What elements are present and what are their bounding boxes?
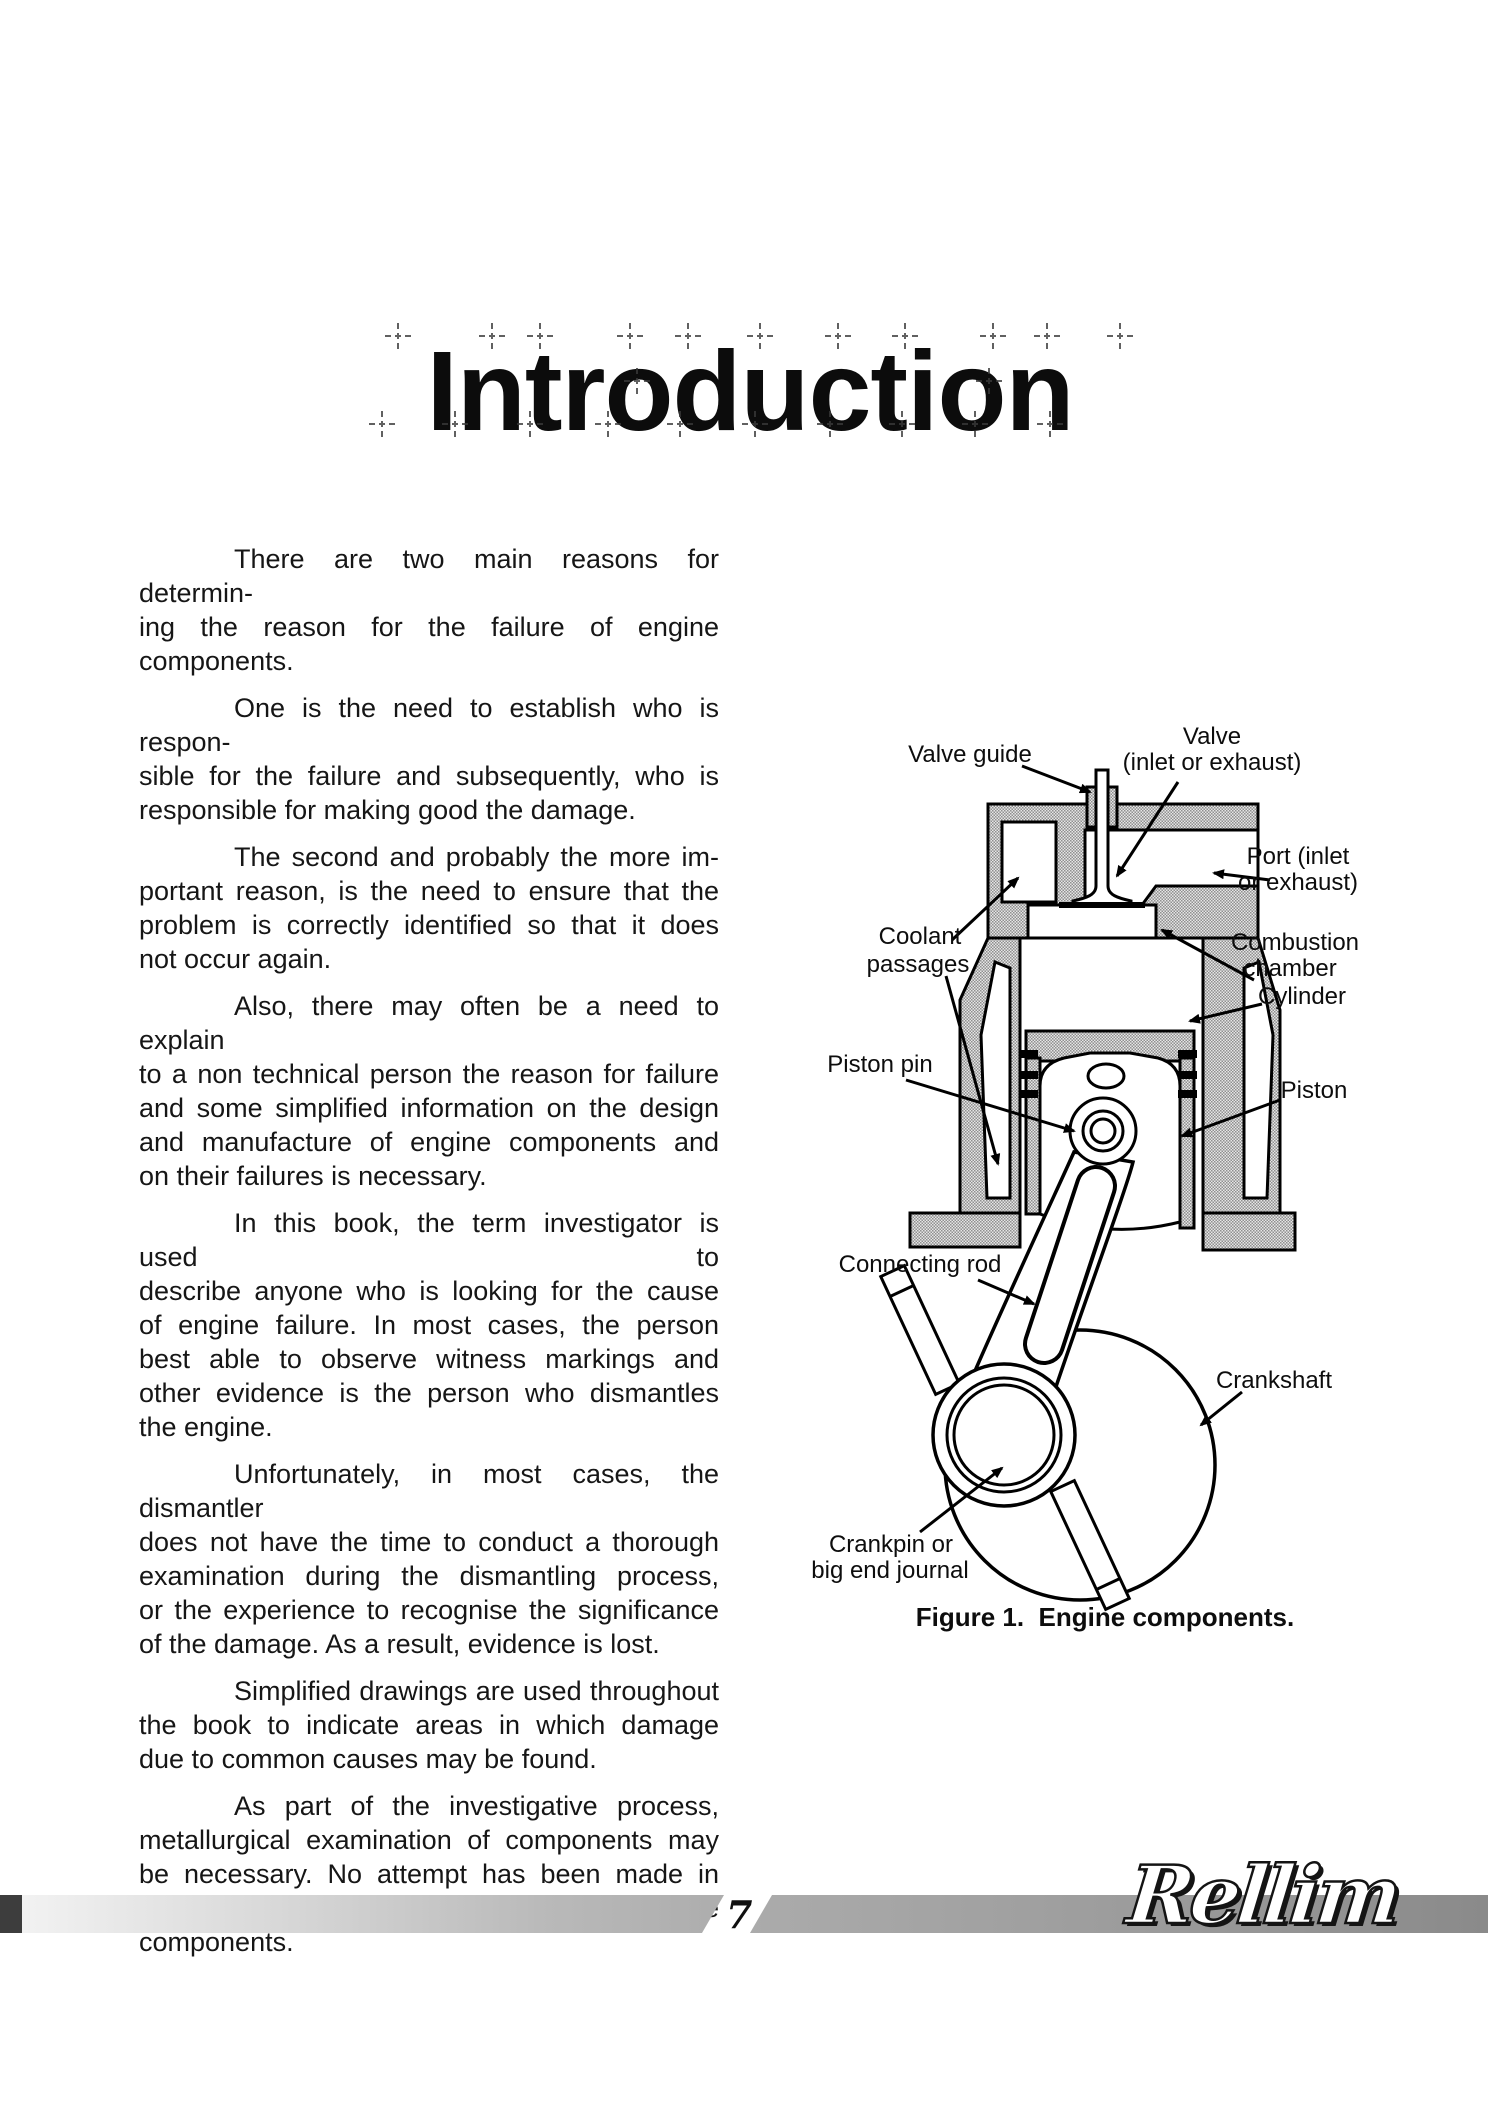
text-line: best able to observe witness markings an…	[139, 1344, 719, 1374]
text-line: does not have the time to conduct a thor…	[139, 1527, 719, 1557]
paragraph: One is the need to establish who is resp…	[139, 691, 719, 827]
text-line: to a non technical person the reason for…	[139, 1059, 719, 1089]
label-valve: Valve	[1183, 723, 1241, 750]
text-line: or the experience to recognise the signi…	[139, 1595, 719, 1625]
engine-diagram: Valve guide Valve (inlet or exhaust) Por…	[811, 723, 1359, 1612]
text-line: The second and probably the more im-	[234, 842, 719, 872]
valve-seat-shape	[1059, 902, 1145, 908]
text-line: responsible for making good the damage.	[139, 795, 636, 825]
text-line: There are two main reasons for determin-	[139, 544, 719, 608]
label-port: Port (inlet	[1247, 843, 1350, 870]
text-line: on their failures is necessary.	[139, 1161, 487, 1191]
cylinder-head-shape	[986, 802, 1260, 940]
text-line: due to common causes may be found.	[139, 1744, 597, 1774]
text-line: examination during the dismantling proce…	[139, 1561, 719, 1591]
big-end-bolt-icon	[878, 1263, 962, 1397]
label-cylinder: Cylinder	[1258, 983, 1346, 1010]
footer-edge-block	[0, 1895, 22, 1933]
label-port: or exhaust)	[1238, 869, 1358, 896]
text-line: and some simplified information on the d…	[139, 1093, 719, 1123]
piston-pin-shape	[1068, 1062, 1138, 1166]
label-coolant-passages: passages	[867, 951, 970, 978]
text-line: the engine.	[139, 1412, 273, 1442]
label-valve-guide: Valve guide	[908, 741, 1032, 768]
text-line: One is the need to establish who is resp…	[139, 693, 719, 757]
text-line: components.	[139, 646, 294, 676]
rellim-logo: Rellim	[1122, 1847, 1404, 1944]
text-line: of the damage. As a result, evidence is …	[139, 1629, 660, 1659]
connecting-rod-shape	[963, 1150, 1136, 1433]
paragraph: Unfortunately, in most cases, the disman…	[139, 1457, 719, 1661]
text-line: ing the reason for the failure of engine	[139, 612, 719, 642]
text-line: and manufacture of engine components and	[139, 1127, 719, 1157]
label-piston-pin: Piston pin	[827, 1051, 932, 1078]
text-line: metallurgical examination of components …	[139, 1825, 719, 1855]
text-line: In this book, the term investigator is u…	[139, 1208, 719, 1272]
text-line: As part of the investigative process,	[234, 1791, 719, 1821]
cylinder-block-shape	[908, 936, 1297, 1252]
big-end-shape	[931, 1362, 1077, 1508]
big-end-bolt-icon	[1048, 1478, 1132, 1612]
page-title: Introduction	[426, 328, 1074, 454]
text-line: Simplified drawings are used throughout	[234, 1676, 719, 1706]
text-line: sible for the failure and subsequently, …	[139, 761, 719, 791]
label-crankpin: big end journal	[811, 1557, 968, 1584]
paragraph: Simplified drawings are used throughout t…	[139, 1674, 719, 1776]
label-crankpin: Crankpin or	[829, 1531, 953, 1558]
label-crankshaft: Crankshaft	[1216, 1367, 1332, 1394]
text-line: describe anyone who is looking for the c…	[139, 1276, 719, 1306]
label-coolant-passages: Coolant	[879, 923, 962, 950]
text-line: of engine failure. In most cases, the pe…	[139, 1310, 719, 1340]
paragraph: There are two main reasons for determin-…	[139, 542, 719, 678]
label-valve: (inlet or exhaust)	[1123, 749, 1302, 776]
label-connecting-rod: Connecting rod	[839, 1251, 1002, 1278]
label-piston: Piston	[1281, 1077, 1348, 1104]
paragraph: Also, there may often be a need to expla…	[139, 989, 719, 1193]
label-combustion-chamber: chamber	[1243, 955, 1336, 982]
paragraph: As part of the investigative process, met…	[139, 1789, 719, 1959]
figure-caption: Figure 1. Engine components.	[915, 1602, 1295, 1632]
article-text-column: There are two main reasons for determin-…	[139, 542, 719, 1972]
text-line: Unfortunately, in most cases, the disman…	[139, 1459, 719, 1523]
label-combustion-chamber: Combustion	[1231, 929, 1359, 956]
paragraph: In this book, the term investigator is u…	[139, 1206, 719, 1444]
text-line: problem is correctly identified so that …	[139, 910, 719, 940]
footer-gradient-bar-left	[22, 1895, 724, 1933]
text-line: other evidence is the person who dismant…	[139, 1378, 719, 1408]
page-number: 7	[726, 1892, 753, 1937]
text-line: the book to indicate areas in which dama…	[139, 1710, 719, 1740]
text-line: Also, there may often be a need to expla…	[139, 991, 719, 1055]
text-line: not occur again.	[139, 944, 332, 974]
footer-gradient-bar-right	[750, 1895, 1488, 1933]
title-block: Introduction	[0, 334, 1500, 449]
text-line: be necessary. No attempt has been made i…	[139, 1859, 719, 1889]
figure-engine-components: Valve guide Valve (inlet or exhaust) Por…	[590, 690, 1365, 1640]
paragraph: The second and probably the more im-port…	[139, 840, 719, 976]
text-line: portant reason, is the need to ensure th…	[139, 876, 719, 906]
leader-lines	[905, 764, 1281, 1534]
